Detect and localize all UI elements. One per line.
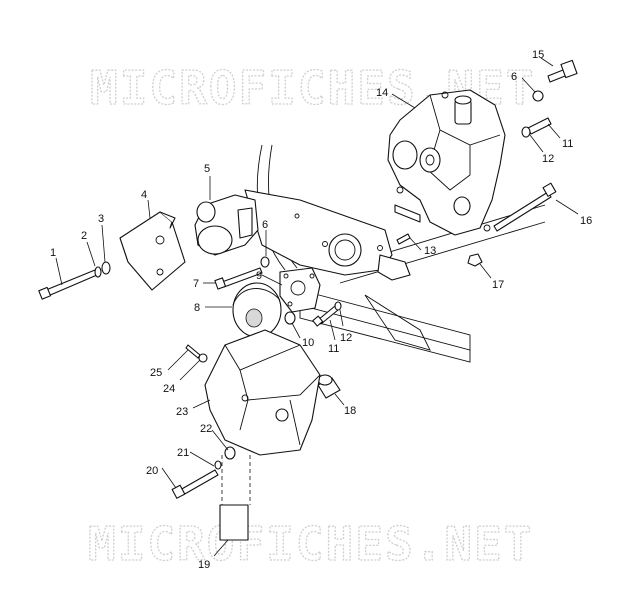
callout-4: 4 (141, 189, 147, 201)
callout-2: 2 (81, 230, 87, 242)
callout-7: 7 (193, 278, 199, 290)
callout-6b: 6 (511, 71, 517, 83)
fasteners-middle (284, 233, 411, 327)
callout-3: 3 (98, 213, 104, 225)
callout-20: 20 (146, 465, 158, 477)
bolt-20-assembly (171, 446, 236, 499)
callout-12b: 12 (542, 153, 554, 165)
fasteners-top-right (521, 59, 578, 138)
bracket (119, 211, 186, 291)
callout-5: 5 (204, 163, 210, 175)
callout-1: 1 (50, 247, 56, 259)
nut-17 (467, 253, 483, 267)
starter-motor (194, 194, 259, 256)
leader-lines (55, 57, 579, 557)
callout-24: 24 (163, 383, 175, 395)
callout-15: 15 (532, 49, 544, 61)
callout-10: 10 (302, 337, 314, 349)
callout-16: 16 (580, 215, 592, 227)
bolt-1-assembly (38, 261, 111, 300)
callout-13: 13 (424, 245, 436, 257)
callout-21: 21 (177, 447, 189, 459)
pulley (232, 282, 282, 338)
callout-9: 9 (256, 270, 262, 282)
spacer-18 (317, 374, 341, 399)
callout-12a: 12 (340, 332, 352, 344)
callout-18: 18 (344, 405, 356, 417)
bolt-16 (493, 182, 557, 232)
callout-11b: 11 (562, 138, 573, 150)
callout-14: 14 (376, 87, 388, 99)
callout-6a: 6 (262, 219, 268, 231)
mounting-plate (244, 189, 411, 281)
callout-22: 22 (200, 423, 212, 435)
screw-24-25 (185, 344, 208, 363)
flange-plate (279, 267, 321, 313)
belt-guard (204, 329, 321, 456)
gearcase (387, 89, 506, 236)
callout-11a: 11 (328, 343, 339, 355)
callout-numbers: 1 2 3 4 5 6 6 7 8 9 10 11 11 12 12 13 14… (50, 49, 592, 571)
callout-17: 17 (492, 279, 504, 291)
callout-8: 8 (194, 302, 200, 314)
callout-25: 25 (150, 367, 162, 379)
watermark-bottom: MICROFICHES.NET (88, 517, 533, 571)
callout-23: 23 (176, 406, 188, 418)
decal-19 (219, 504, 249, 541)
callout-19: 19 (198, 559, 210, 571)
bolt-7-assembly (214, 256, 270, 290)
